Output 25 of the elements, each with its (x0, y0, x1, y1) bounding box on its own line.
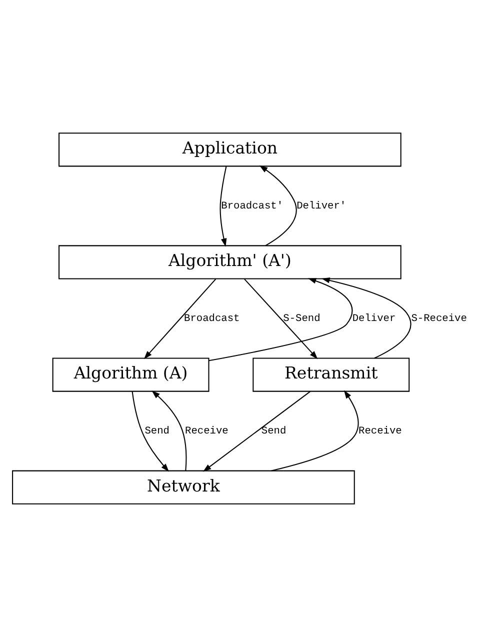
node-box: Retransmit (252, 358, 410, 392)
arrow (220, 166, 227, 247)
arrow (152, 390, 187, 471)
arrow (132, 391, 169, 472)
edge-label: Receive (358, 426, 402, 438)
edge-label: Broadcast' (221, 200, 284, 213)
edge-label: Send (261, 426, 286, 438)
arrow (322, 278, 412, 359)
edge-label: Send (144, 426, 170, 438)
edge-label: Broadcast (184, 313, 240, 326)
node-box: Algorithm' (A') (58, 245, 402, 280)
arrow (259, 165, 297, 246)
arrow (271, 390, 359, 472)
edge-label: Receive (185, 426, 228, 438)
edge-label: S-Send (283, 313, 320, 326)
node-box: Application (58, 132, 402, 167)
arrow (208, 278, 353, 362)
arrow (202, 391, 311, 472)
arrow (144, 278, 216, 360)
edge-label: S-Receive (411, 313, 467, 326)
arrow (244, 278, 318, 360)
edge-label: Deliver (352, 313, 396, 326)
node-box: Network (12, 470, 355, 504)
node-box: Algorithm (A) (52, 358, 210, 392)
edge-label: Deliver' (296, 200, 346, 213)
